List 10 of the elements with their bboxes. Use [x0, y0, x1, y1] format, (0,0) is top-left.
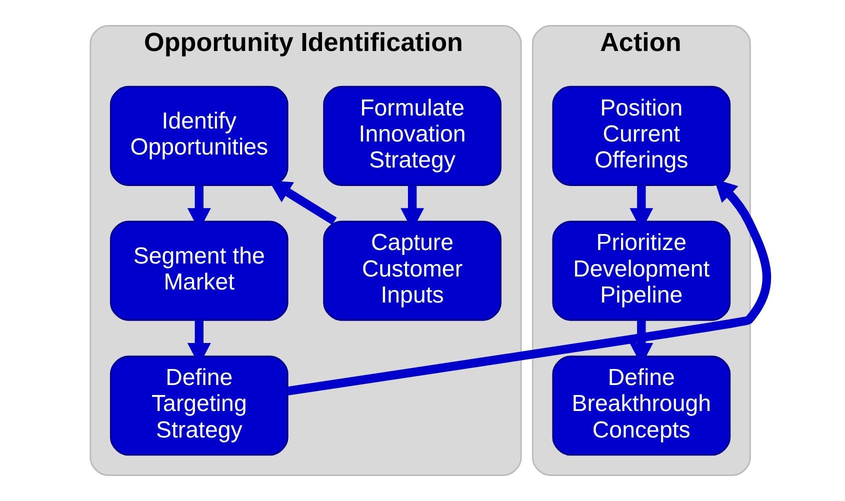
node-box: Segment the Market: [109, 220, 288, 321]
node-box: Capture Customer Inputs: [322, 220, 501, 321]
node-box: Position Current Offerings: [552, 86, 730, 186]
arrow: [286, 178, 770, 396]
node-box: Identify Opportunities: [109, 86, 288, 186]
node-box: Prioritize Development Pipeline: [552, 220, 730, 321]
arrow: [268, 180, 336, 225]
node-box: Formulate Innovation Strategy: [322, 86, 501, 186]
node-box: Define Breakthrough Concepts: [552, 356, 730, 456]
node-box: Define Targeting Strategy: [109, 356, 288, 456]
